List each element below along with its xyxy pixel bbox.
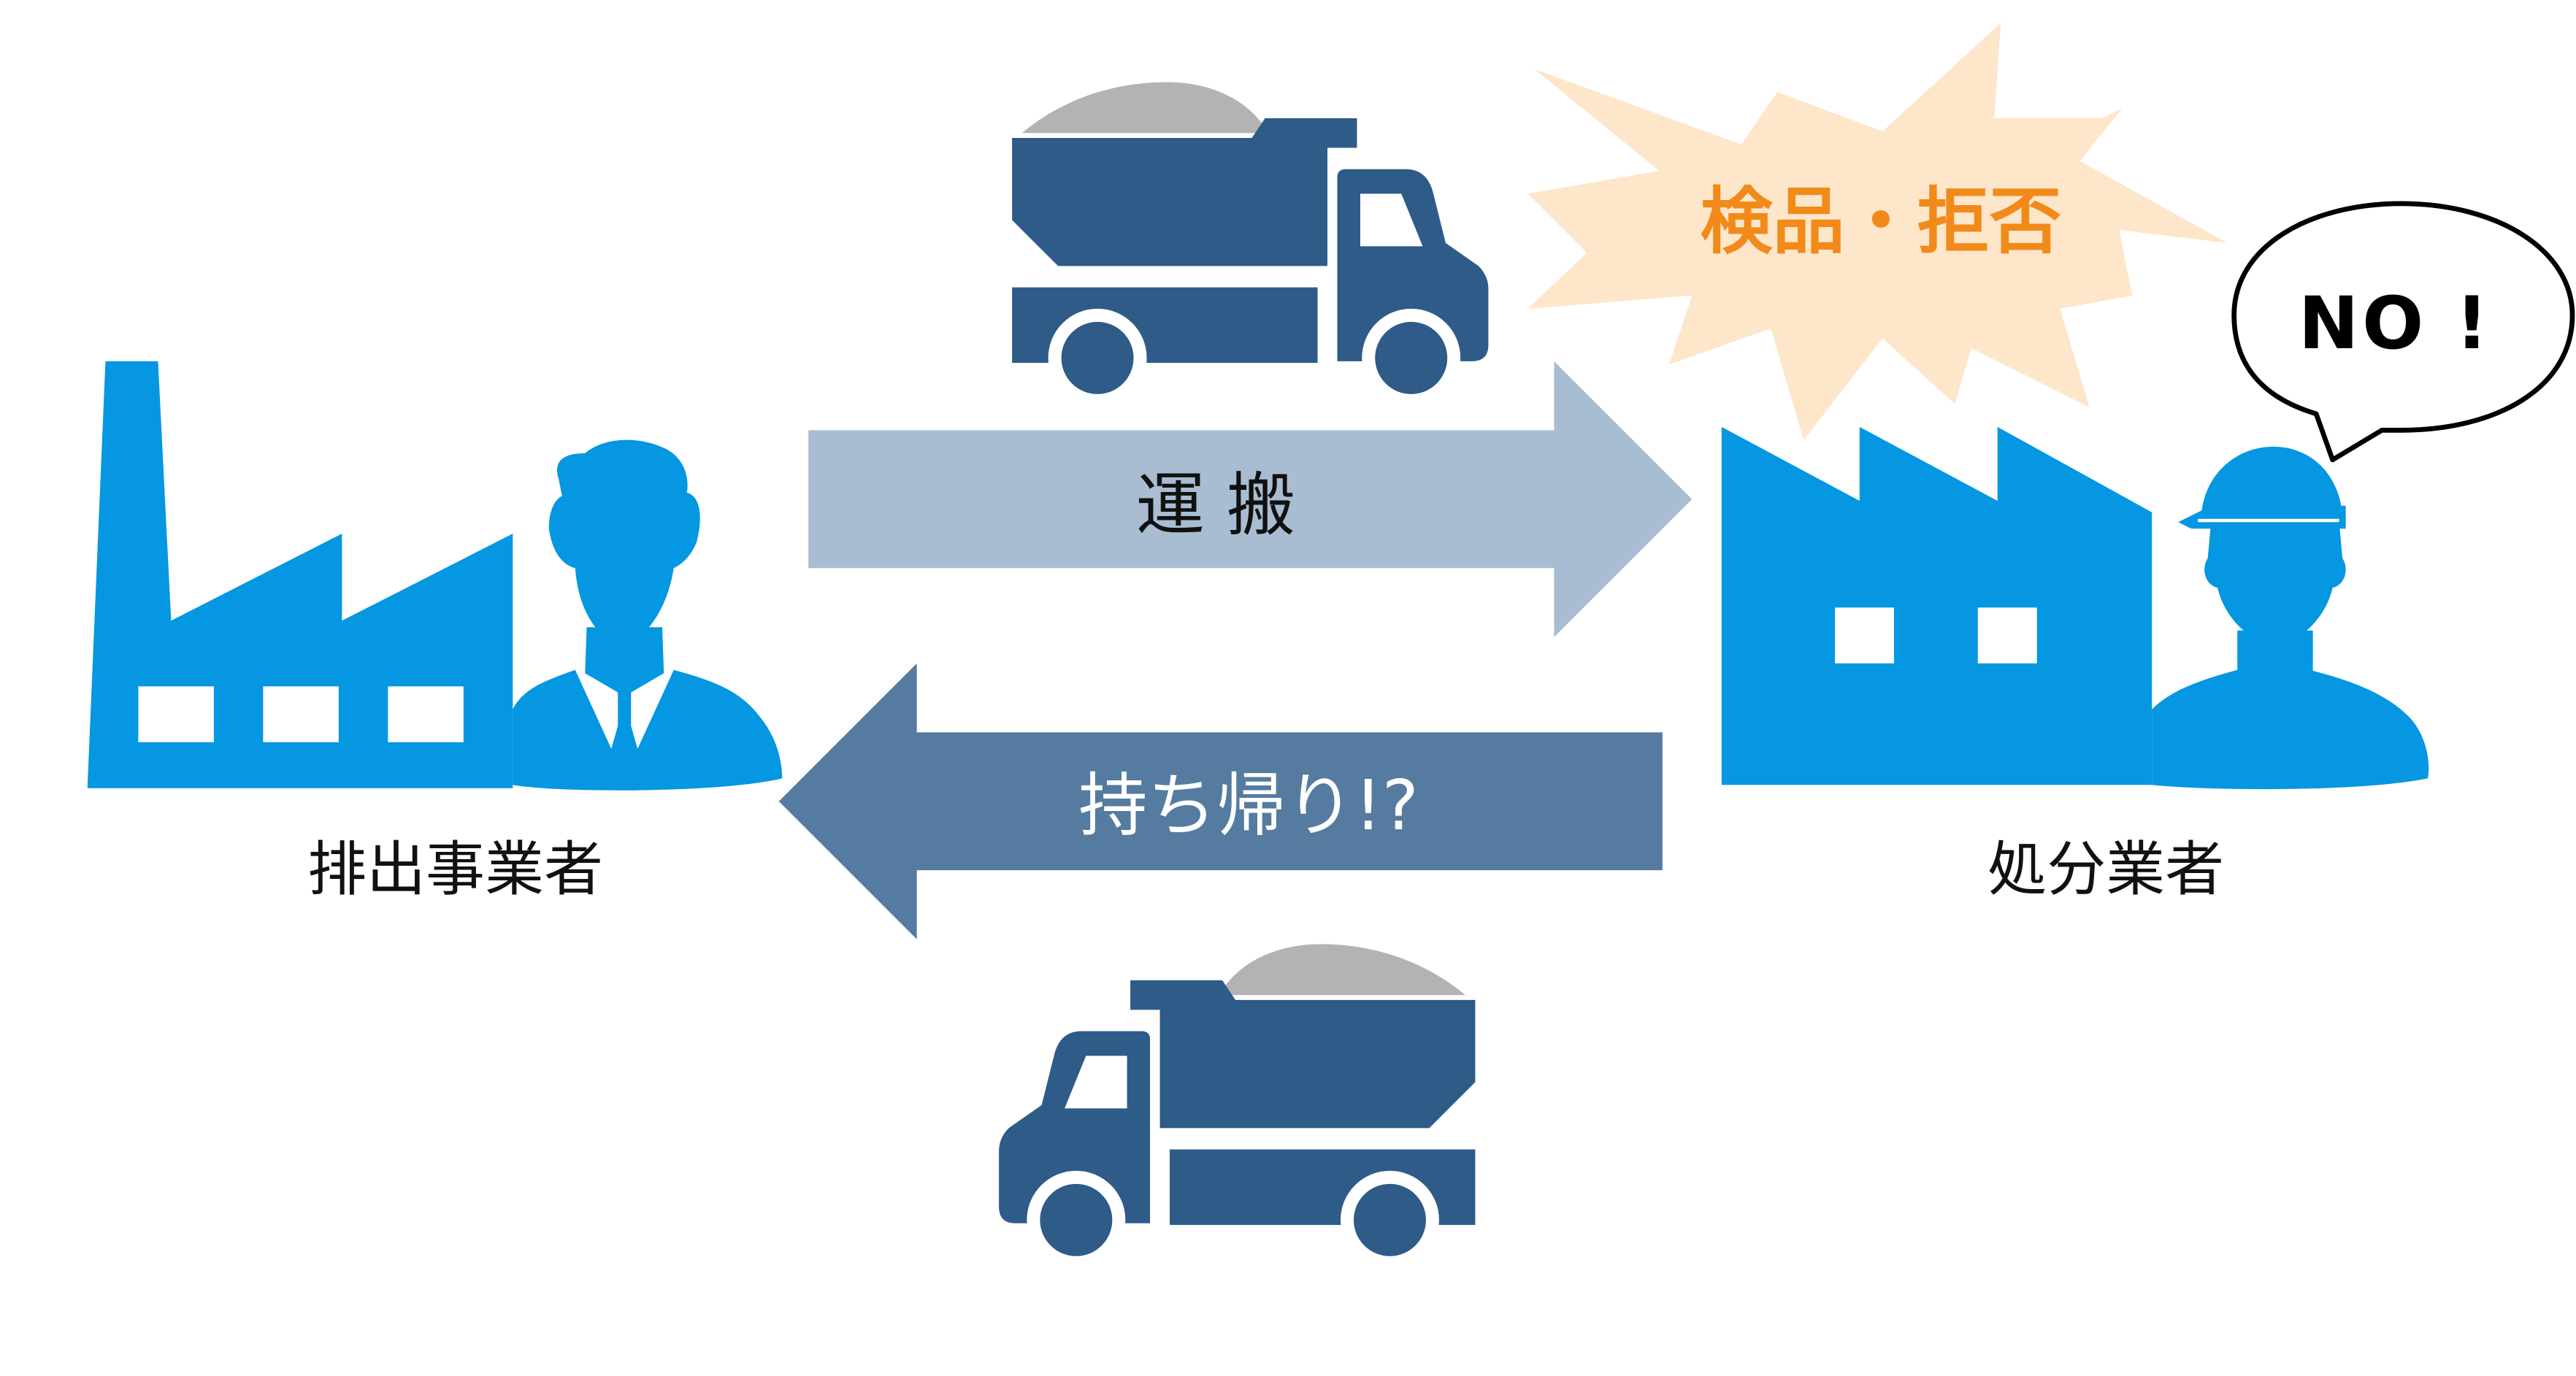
processor-factory-icon	[1721, 426, 2153, 785]
inspection-label: 検品・拒否	[1701, 180, 2062, 264]
generator-label: 排出事業者	[307, 836, 603, 904]
transport-label: 運 搬	[1136, 465, 1296, 545]
dump-truck-bottom-icon	[999, 944, 1476, 1269]
speech-bubble: NO !	[2231, 201, 2575, 463]
return-label: 持ち帰り!?	[1078, 766, 1419, 846]
worker-with-helmet-icon	[2152, 446, 2429, 790]
speech-text: NO !	[2299, 282, 2492, 366]
return-arrow: 持ち帰り!?	[778, 663, 1663, 939]
processor-label: 処分業者	[1987, 836, 2224, 904]
dump-truck-top-icon	[1012, 82, 1489, 407]
generator-factory-icon	[87, 361, 513, 788]
transport-arrow: 運 搬	[808, 361, 1693, 637]
inspection-burst-shape	[1527, 23, 2228, 440]
businessman-icon	[513, 439, 783, 791]
